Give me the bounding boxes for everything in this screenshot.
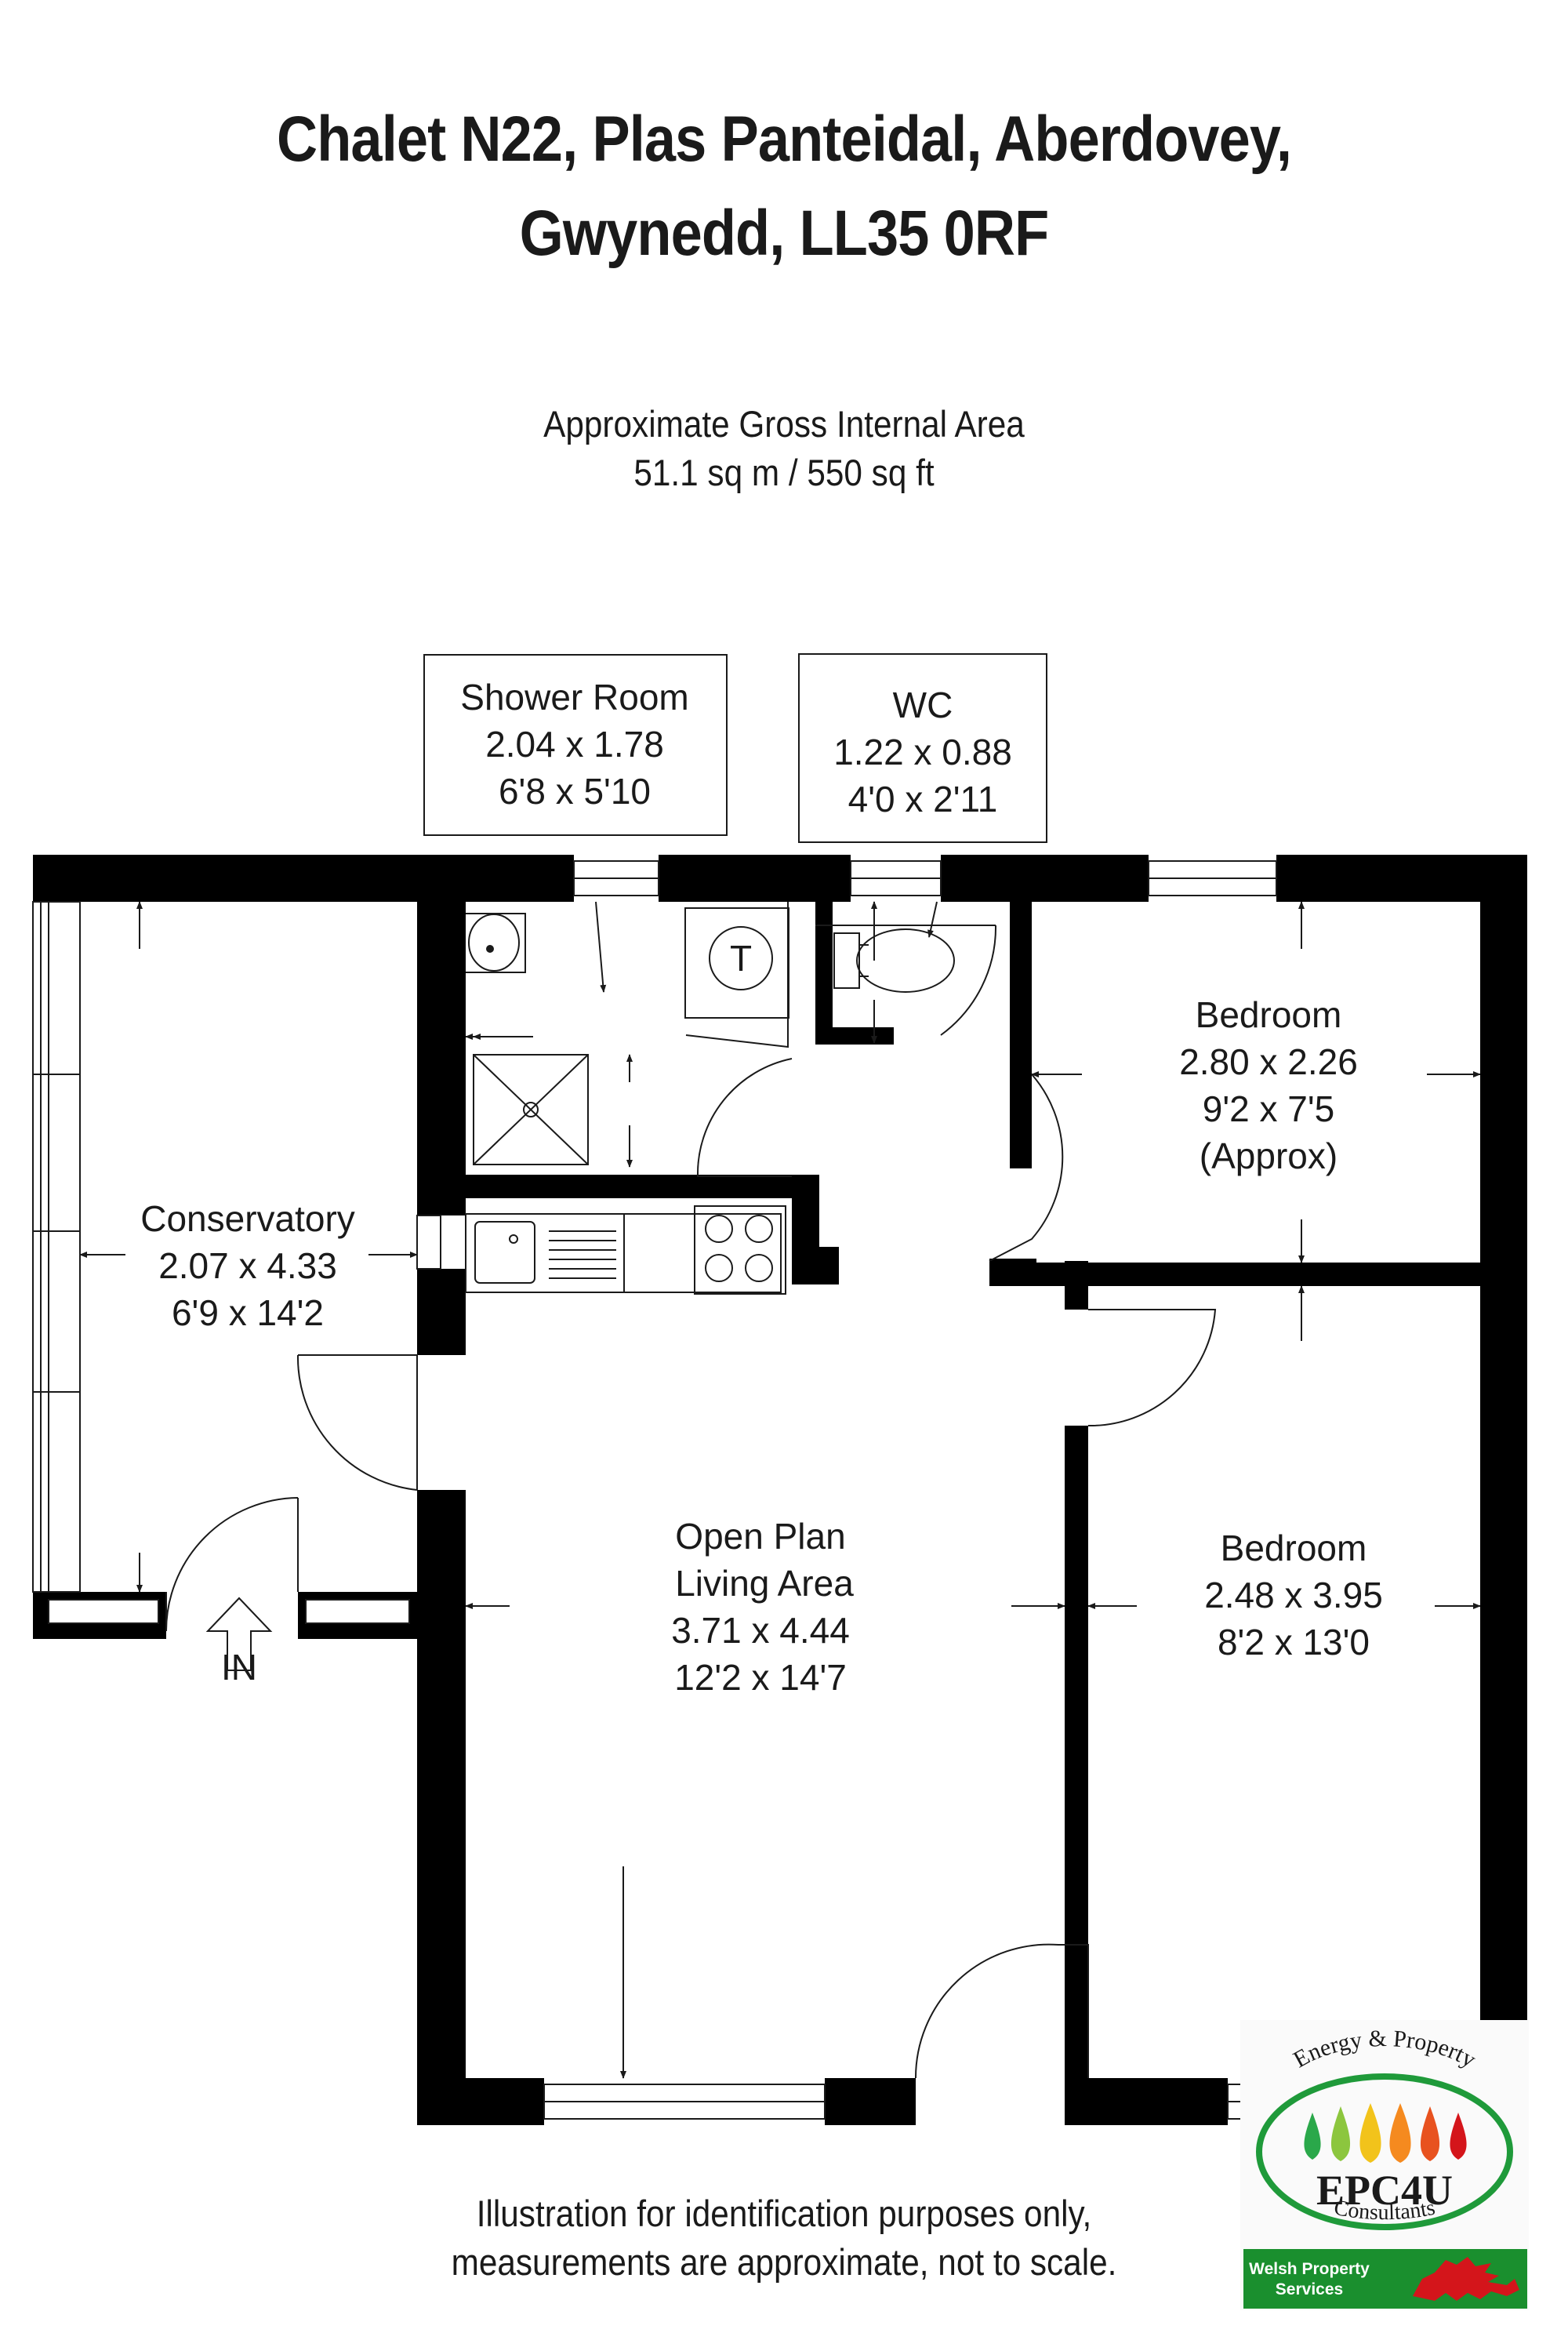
bedroom-1-metric: 2.80 x 2.26 bbox=[1179, 1041, 1358, 1082]
title-line-2: Gwynedd, LL35 0RF bbox=[519, 198, 1050, 269]
disclaimer-line-2: measurements are approximate, not to sca… bbox=[451, 2241, 1117, 2283]
wc-callout-box bbox=[798, 653, 1047, 843]
conservatory-imperial: 6'9 x 14'2 bbox=[172, 1292, 324, 1333]
logo-banner-line-2: Services bbox=[1276, 2280, 1343, 2298]
room-labels: Shower Room 2.04 x 1.78 6'8 x 5'10 WC 1.… bbox=[140, 677, 1383, 1698]
hob bbox=[694, 1205, 786, 1295]
title-line-1: Chalet N22, Plas Panteidal, Aberdovey, bbox=[277, 104, 1292, 175]
drainer bbox=[549, 1230, 616, 1279]
fixtures bbox=[465, 907, 955, 1295]
dimension-arrows bbox=[79, 901, 1481, 2079]
toilet-bowl bbox=[856, 928, 955, 993]
windows bbox=[32, 860, 1346, 2120]
shower-room-metric: 2.04 x 1.78 bbox=[485, 724, 664, 765]
tank-label: T bbox=[730, 938, 752, 979]
logo-brand: EPC4U bbox=[1316, 2167, 1453, 2214]
shower-room-callout-box bbox=[423, 654, 728, 836]
shower-tray bbox=[473, 1054, 589, 1165]
dragon-icon bbox=[1413, 2257, 1519, 2301]
bedroom-1-name: Bedroom bbox=[1196, 994, 1342, 1035]
bedroom-2-name: Bedroom bbox=[1221, 1528, 1367, 1568]
area-label: Approximate Gross Internal Area bbox=[543, 403, 1025, 445]
logo-banner-line-1: Welsh Property bbox=[1249, 2260, 1370, 2278]
cylinder-cupboard bbox=[684, 907, 789, 1019]
shower-room-name: Shower Room bbox=[460, 677, 688, 718]
tank bbox=[709, 926, 773, 990]
bedroom-1-note: (Approx) bbox=[1200, 1135, 1338, 1176]
living-metric: 3.71 x 4.44 bbox=[671, 1610, 850, 1651]
wc-metric: 1.22 x 0.88 bbox=[833, 732, 1012, 772]
page-title: Chalet N22, Plas Panteidal, Aberdovey, G… bbox=[94, 93, 1474, 281]
shower-room-imperial: 6'8 x 5'10 bbox=[499, 771, 651, 812]
gross-internal-area: Approximate Gross Internal Area 51.1 sq … bbox=[78, 400, 1490, 497]
conservatory-metric: 2.07 x 4.33 bbox=[158, 1245, 337, 1286]
bedroom-1-imperial: 9'2 x 7'5 bbox=[1203, 1088, 1334, 1129]
epc4u-logo: Energy & Property EPC4U Consultants Wels… bbox=[1240, 2020, 1529, 2310]
bedroom-2-imperial: 8'2 x 13'0 bbox=[1218, 1622, 1370, 1662]
disclaimer: Illustration for identification purposes… bbox=[389, 2189, 1179, 2287]
entrance-arrow bbox=[205, 1597, 273, 1671]
area-value: 51.1 sq m / 550 sq ft bbox=[633, 452, 935, 493]
wc-cistern bbox=[833, 932, 860, 989]
wc-imperial: 4'0 x 2'11 bbox=[848, 779, 998, 819]
living-name-2: Living Area bbox=[675, 1563, 854, 1604]
living-imperial: 12'2 x 14'7 bbox=[674, 1657, 847, 1698]
door-swings bbox=[165, 902, 1217, 2079]
basin bbox=[466, 913, 526, 973]
entrance-label: IN bbox=[221, 1647, 257, 1688]
disclaimer-line-1: Illustration for identification purposes… bbox=[476, 2193, 1092, 2234]
logo-ring bbox=[1256, 2073, 1513, 2230]
conservatory-name: Conservatory bbox=[140, 1198, 355, 1239]
kitchen-sink bbox=[465, 1213, 625, 1293]
wc-name: WC bbox=[893, 685, 953, 725]
living-name-1: Open Plan bbox=[675, 1516, 845, 1557]
logo-drops bbox=[1304, 2103, 1467, 2163]
bedroom-2-metric: 2.48 x 3.95 bbox=[1204, 1575, 1383, 1615]
